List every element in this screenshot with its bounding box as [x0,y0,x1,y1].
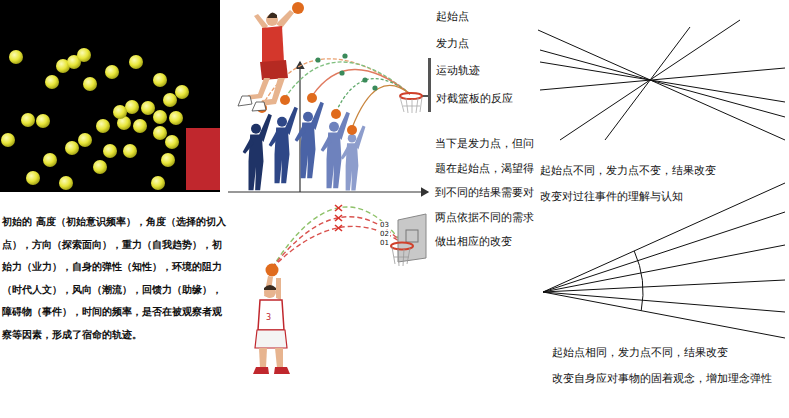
caption-text: 改变自身应对事物的固着观念，增加理念弹性 [552,372,772,386]
callout-number: 01 [379,239,390,247]
point-label: 起始点 [436,10,469,24]
caption-text: 起始点不同，发力点不变，结果改变 [540,164,716,178]
point-label: 对截篮板的反应 [436,92,513,106]
svg-text:3: 3 [266,313,271,322]
callout-number: 03 [379,221,390,229]
callout-number: 02 [379,230,390,238]
point-label: 运动轨迹 [436,64,480,78]
caption-text: 起始点相同，发力点不同，结果改变 [552,346,728,360]
point-label: 发力点 [436,37,469,51]
description-text: 初始的 高度（初始意识频率），角度（选择的切入点），方向（探索面向），重力（自我… [2,210,228,345]
explanation-text: 当下是发力点，但问题在起始点，渴望得到不同的结果需要对两点依据不同的需求做出相应… [435,132,536,255]
caption-text: 改变对过往事件的理解与认知 [540,190,683,204]
